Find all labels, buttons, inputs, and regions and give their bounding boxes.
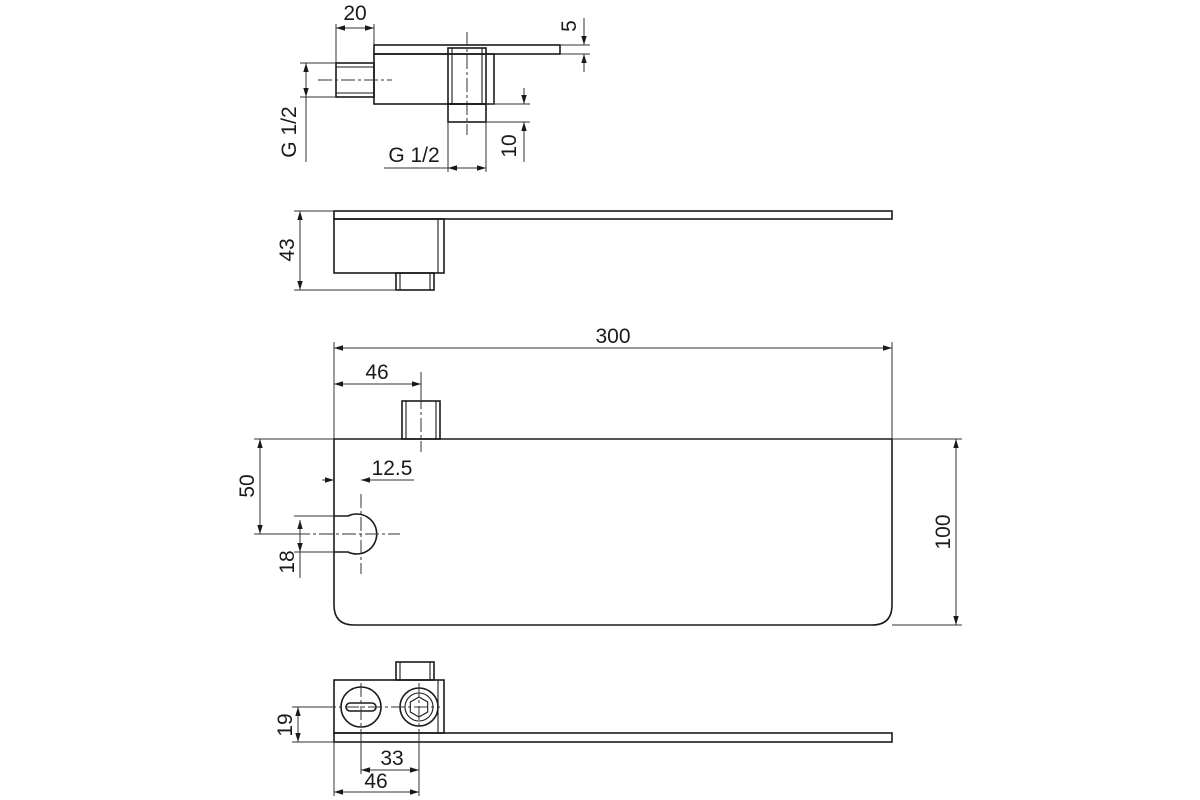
view-plan: 300 46 12.5 50 18 100	[236, 325, 962, 626]
dim-top-width: 20	[343, 2, 366, 25]
dim-hole-spacing: 33	[380, 747, 403, 770]
side-stub	[395, 272, 435, 291]
front-plate	[333, 732, 893, 743]
dim-side-height: 43	[276, 238, 299, 261]
view-top-detail: 20 5 G 1/2 G 1/2 10	[278, 2, 590, 172]
plan-plate	[333, 438, 893, 626]
dim-hole-center: 50	[236, 474, 259, 497]
bottom-stub	[447, 103, 487, 123]
dim-thread-left: G 1/2	[278, 106, 301, 157]
dim-stub-offset: 46	[365, 361, 388, 384]
dim-thread-bottom: G 1/2	[388, 144, 439, 167]
dim-overall-length: 300	[595, 325, 630, 348]
side-plate	[333, 210, 893, 220]
view-side: 43	[276, 210, 893, 291]
dim-bottom-stub: 10	[498, 134, 521, 157]
dim-front-offset: 46	[364, 770, 387, 793]
dim-plate-height: 100	[932, 514, 955, 549]
top-body	[373, 53, 495, 105]
front-stub	[395, 661, 435, 681]
side-body	[333, 218, 445, 274]
dim-hole-offset: 12.5	[372, 457, 413, 480]
dim-slot-width: 18	[276, 550, 299, 573]
view-front: 19 33 46	[274, 661, 893, 796]
dim-top-thickness: 5	[558, 20, 581, 32]
dim-front-height: 19	[274, 713, 297, 736]
